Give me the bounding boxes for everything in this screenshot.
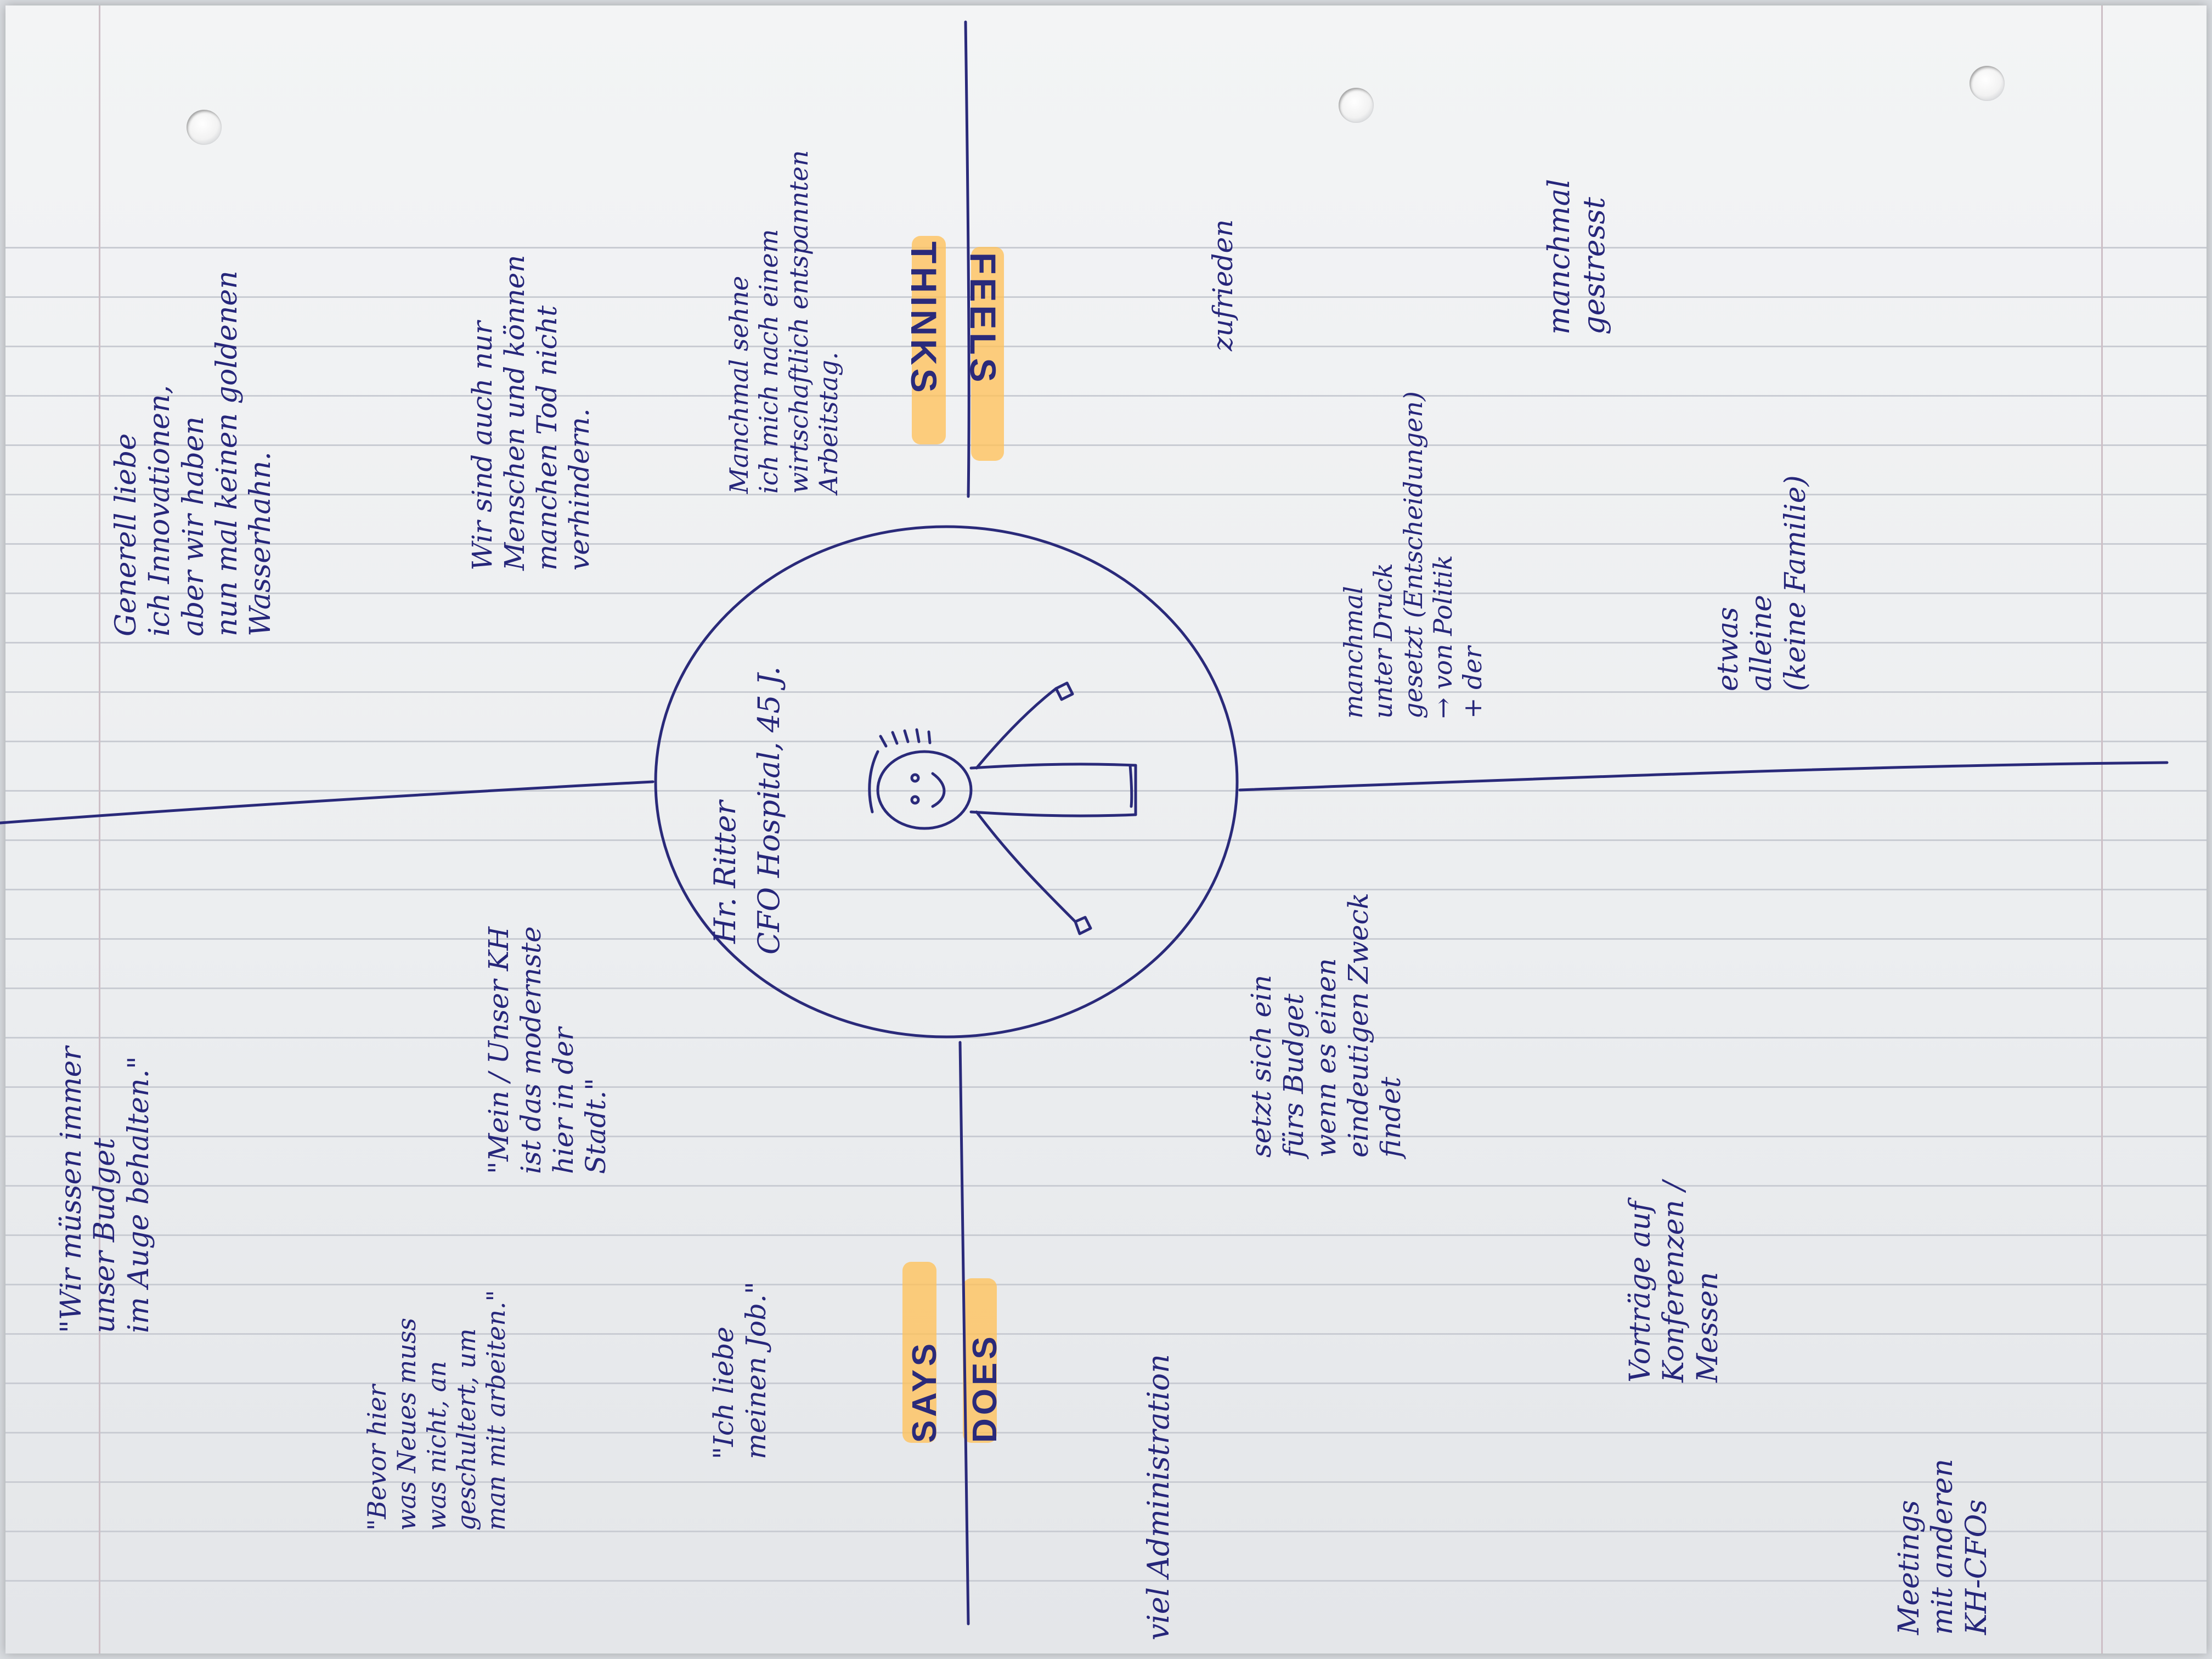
- highlight-feels: [971, 247, 1004, 461]
- axis-left: [0, 780, 654, 825]
- persona-role: CFO Hospital, 45 J.: [752, 666, 786, 955]
- axis-top: [964, 20, 970, 498]
- highlight-does: [963, 1278, 997, 1443]
- says-note: "Ich liebe meinen Job.": [708, 1282, 772, 1459]
- highlight-thinks: [912, 236, 946, 444]
- axis-bottom: [958, 1041, 970, 1626]
- does-note: viel Administration: [1141, 1354, 1176, 1640]
- feels-note: zufrieden: [1207, 219, 1239, 351]
- notebook-page: [5, 5, 2207, 1654]
- feels-note: manchmal unter Druck gesetzt (Entscheidu…: [1339, 391, 1488, 719]
- does-note: Vorträge auf Konferenzen / Messen: [1624, 1181, 1724, 1383]
- binder-hole: [1339, 88, 1374, 123]
- does-note: Meetings mit anderen KH-CFOs: [1893, 1458, 1993, 1635]
- does-label: DOES: [966, 1333, 1004, 1443]
- persona-figure: [868, 681, 1137, 935]
- thinks-note: Generell liebe ich Innovationen, aber wi…: [110, 270, 278, 636]
- binder-hole: [187, 110, 222, 145]
- feels-note: etwas alleine (keine Familie): [1712, 475, 1812, 691]
- feels-label: FEELS: [963, 252, 1003, 386]
- persona-circle: [654, 525, 1239, 1039]
- says-label: SAYS: [906, 1340, 944, 1443]
- binder-hole: [1970, 66, 2005, 101]
- margin-line-right: [2101, 5, 2103, 1654]
- says-note: "Wir müssen immer unser Budget im Auge b…: [55, 1046, 155, 1333]
- highlight-says: [902, 1262, 936, 1443]
- says-note: "Mein / Unser KH ist das modernste hier …: [483, 926, 612, 1174]
- does-note: setzt sich ein fürs Budget wenn es einen…: [1245, 893, 1407, 1158]
- thinks-note: Wir sind auch nur Menschen und können ma…: [466, 255, 595, 571]
- persona-name: Hr. Ritter: [708, 800, 742, 944]
- says-note: "Bevor hier was Neues muss was nicht, an…: [362, 1290, 511, 1531]
- axis-right: [1238, 761, 2169, 792]
- feels-note: manchmal gestresst: [1542, 179, 1611, 335]
- margin-line-left: [99, 5, 100, 1654]
- thinks-note: Manchmal sehne ich mich nach einem wirts…: [724, 150, 843, 494]
- thinks-label: THINKS: [904, 241, 944, 396]
